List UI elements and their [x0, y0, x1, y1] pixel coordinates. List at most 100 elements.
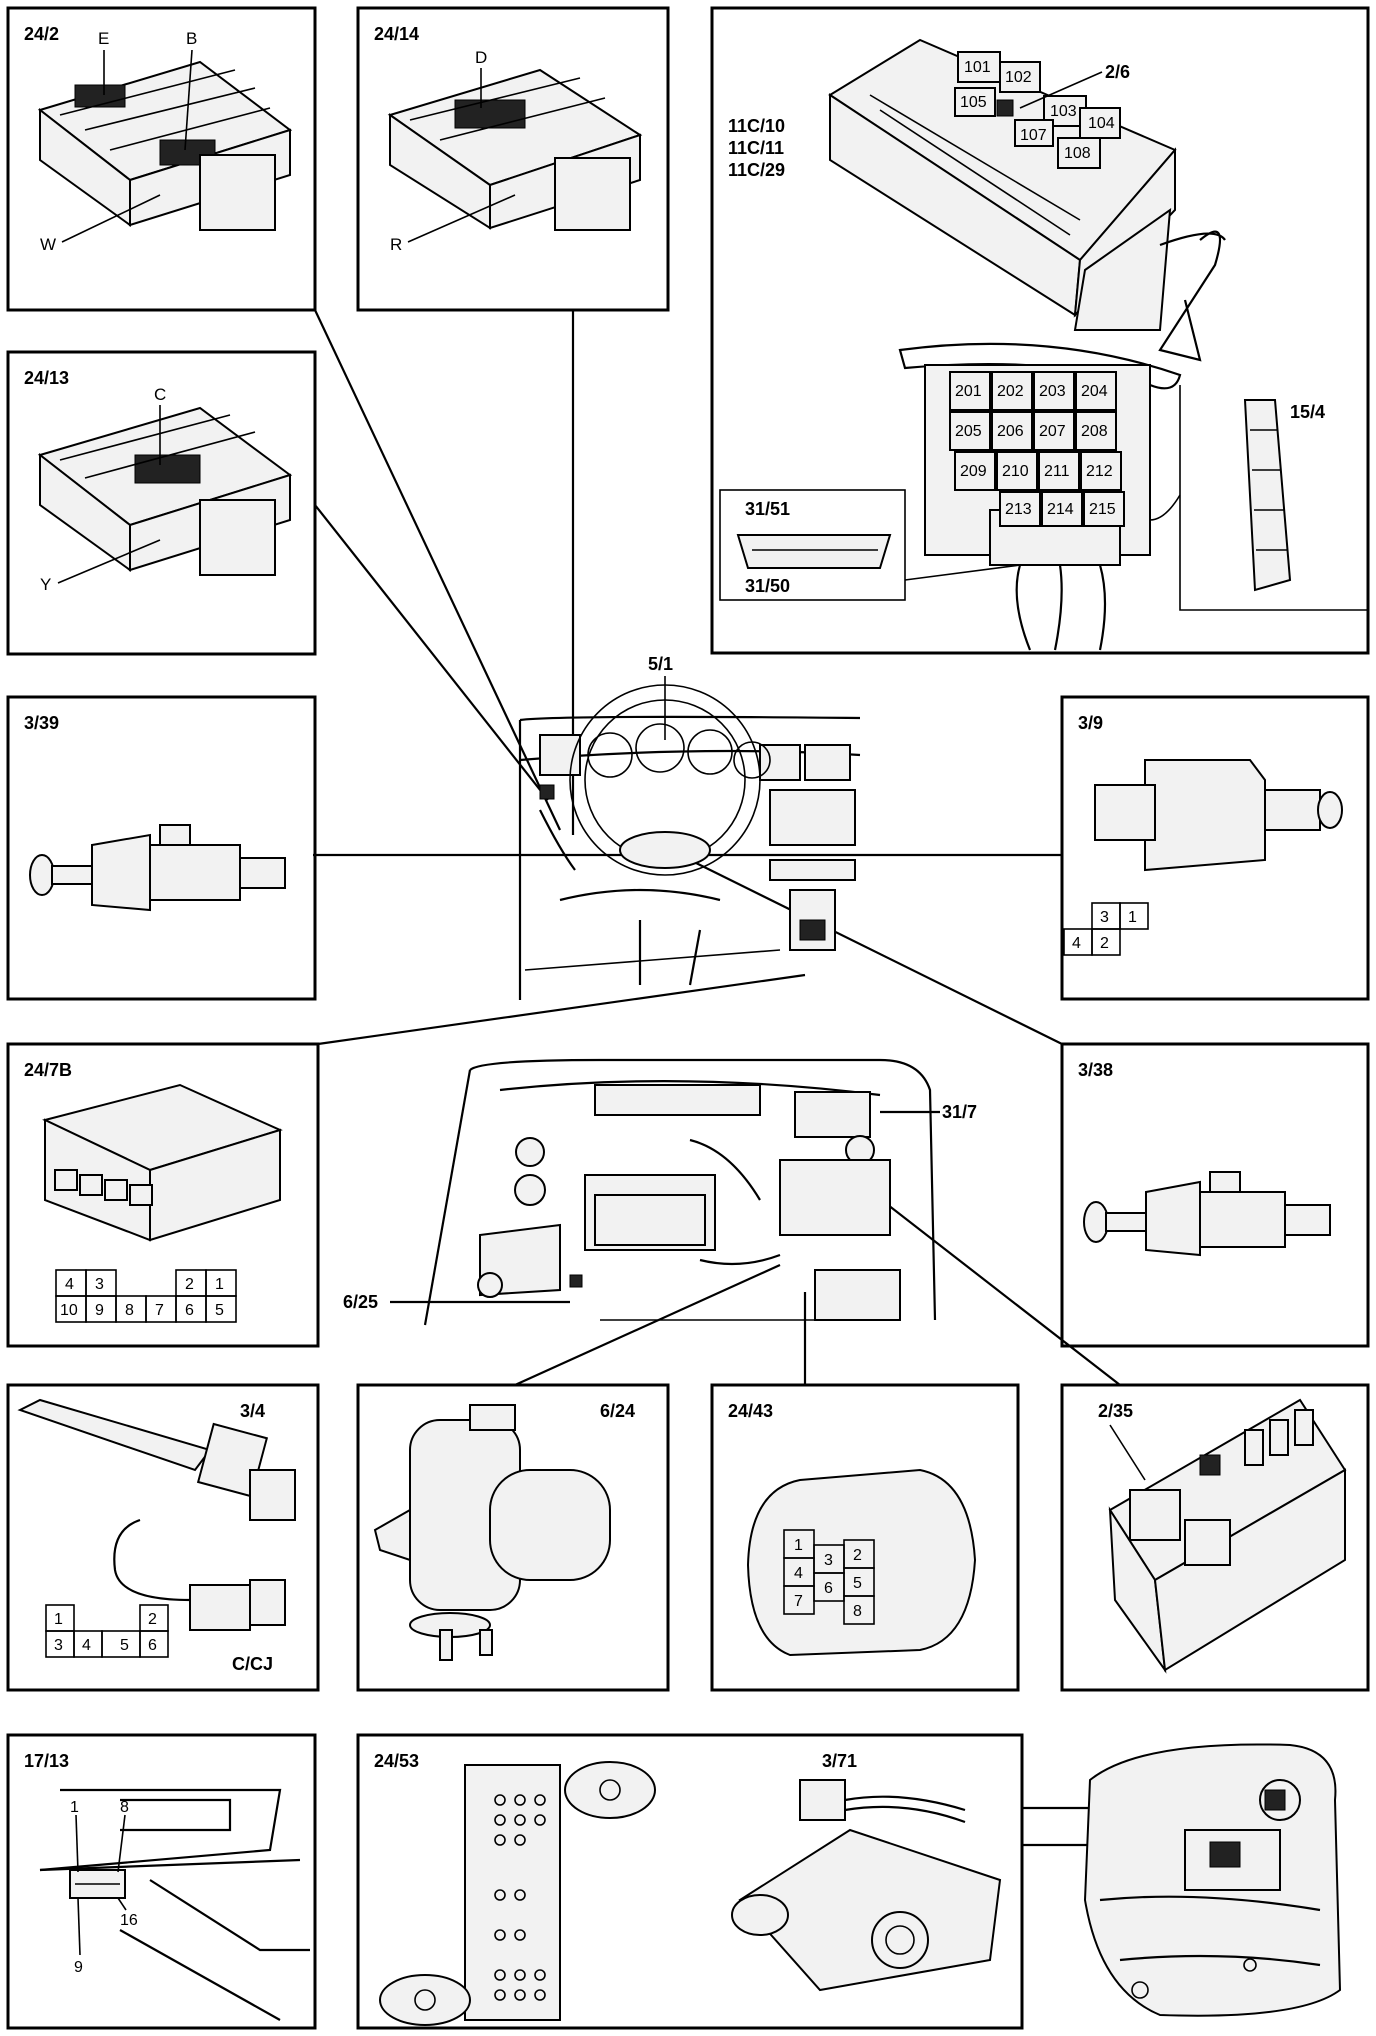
pin-1: 1	[1128, 909, 1137, 926]
steering-column-switch	[17, 1398, 296, 1631]
variant-note: C/CJ	[232, 1654, 273, 1674]
pin-9: 9	[95, 1302, 104, 1319]
panel-label-24-53: 24/53	[374, 1751, 419, 1771]
pin-letter-r: R	[390, 235, 402, 254]
transmission-view	[1083, 1743, 1342, 2017]
pin-letter-c: C	[154, 385, 166, 404]
connector-label-31-51: 31/51	[745, 499, 790, 519]
panel-label-3-71: 3/71	[822, 1751, 857, 1771]
pin-2: 2	[853, 1547, 862, 1564]
pin-3: 3	[824, 1552, 833, 1569]
strip-15-4-inset: 15/4	[1149, 385, 1368, 611]
relay-208: 208	[1081, 423, 1108, 440]
pin-letter-b: B	[186, 29, 197, 48]
pin-5: 5	[120, 1637, 129, 1654]
dashboard-label-5-1: 5/1	[648, 654, 673, 674]
panel-label: 24/7B	[24, 1060, 72, 1080]
obd-pin-1: 1	[70, 1799, 79, 1816]
panel-label: 3/4	[240, 1401, 265, 1421]
panel-label: 6/24	[600, 1401, 635, 1421]
panel-label: 24/13	[24, 368, 69, 388]
pin-1: 1	[215, 1276, 224, 1293]
connector-block	[37, 406, 293, 576]
pin-6: 6	[185, 1302, 194, 1319]
pin-grid: 4 3 2 1 10 9 8 7 6 5	[55, 1269, 237, 1323]
pin-8: 8	[853, 1603, 862, 1620]
connector-24-53	[379, 1761, 656, 2026]
relay-207: 207	[1039, 423, 1066, 440]
panel-2-35: 2/35	[1060, 1383, 1370, 1692]
pin-2: 2	[1100, 935, 1109, 952]
pin-grid: 3 1 4 2	[1063, 902, 1149, 956]
engine-label-31-7: 31/7	[942, 1102, 977, 1122]
actuator	[373, 1404, 611, 1661]
pin-3: 3	[54, 1637, 63, 1654]
pin-grid: 1 2 3 4 5 6	[45, 1604, 169, 1658]
relay-102: 102	[1005, 69, 1032, 86]
pin-6: 6	[148, 1637, 157, 1654]
relay-211: 211	[1044, 463, 1070, 480]
relay-213: 213	[1005, 501, 1032, 518]
panel-label: 24/2	[24, 24, 59, 44]
relay-107: 107	[1020, 127, 1047, 144]
pin-7: 7	[794, 1593, 803, 1610]
pin-4: 4	[65, 1276, 74, 1293]
connector-label-31-50: 31/50	[745, 576, 790, 596]
panel-label: 3/38	[1078, 1060, 1113, 1080]
obd-port-area	[39, 1788, 310, 2021]
pin-1: 1	[794, 1537, 803, 1554]
relay-204: 204	[1081, 383, 1108, 400]
connector-housing	[42, 1083, 283, 1242]
lower-relay-grid: 201 202 203 204 205 206 207 208 209 210 …	[949, 371, 1125, 527]
pin-4: 4	[1072, 935, 1081, 952]
panel-3-38: 3/38	[1060, 1042, 1370, 1348]
relay-label-2-6: 2/6	[1105, 62, 1130, 82]
obd-pin-8: 8	[120, 1799, 129, 1816]
relay-101: 101	[964, 59, 991, 76]
relay-104: 104	[1088, 115, 1115, 132]
panel-fusebox: 101 102 103 104 105 107 108 2/6 11C/10 1…	[710, 6, 1370, 655]
pin-letter-w: W	[40, 235, 56, 254]
relay-103: 103	[1050, 103, 1077, 120]
pin-3: 3	[95, 1276, 104, 1293]
obd-pin-9: 9	[74, 1959, 83, 1976]
relay-203: 203	[1039, 383, 1066, 400]
panel-label: 2/35	[1098, 1401, 1133, 1421]
relay-212: 212	[1086, 463, 1113, 480]
pin-6: 6	[824, 1580, 833, 1597]
connector-block	[387, 68, 643, 231]
panel-6-24: 6/24	[356, 1383, 670, 1692]
panel-3-9: 3/9 3 1 4 2	[1060, 695, 1370, 1001]
pin-2: 2	[185, 1276, 194, 1293]
code-11c-29: 11C/29	[728, 160, 785, 180]
pin-4: 4	[82, 1637, 91, 1654]
brake-switch	[29, 824, 286, 912]
relay-housing	[1108, 1398, 1347, 1674]
obd-pin-16: 16	[120, 1912, 138, 1929]
relay-108: 108	[1064, 145, 1091, 162]
relay-209: 209	[960, 463, 987, 480]
panel-label: 24/14	[374, 24, 419, 44]
pin-10: 10	[60, 1302, 78, 1319]
panel-17-13: 17/13 1 8 16 9	[6, 1733, 317, 2030]
upper-relay-grid: 101 102 103 104 105 107 108	[954, 51, 1121, 169]
relay-206: 206	[997, 423, 1024, 440]
relay-105: 105	[960, 94, 987, 111]
brake-switch	[1083, 1171, 1331, 1257]
multi-connector-block	[37, 60, 293, 231]
engine-bay-view	[423, 1058, 937, 1326]
pin-3: 3	[1100, 909, 1109, 926]
relay-210: 210	[1002, 463, 1029, 480]
connector-31-51-inset: 31/51 31/50	[719, 489, 1021, 601]
engine-label-6-25: 6/25	[343, 1292, 378, 1312]
switch-body	[1094, 759, 1343, 872]
pin-7: 7	[155, 1302, 164, 1319]
upper-fuse-box	[828, 38, 1226, 362]
panel-24-7b: 24/7B 4 3 2 1 10 9 8	[6, 1042, 320, 1348]
relay-205: 205	[955, 423, 982, 440]
panel-3-4: 3/4 1 2 3 4 5 6 C/CJ	[6, 1383, 320, 1692]
pin-2: 2	[148, 1611, 157, 1628]
dashboard-view	[518, 684, 861, 1000]
relay-201: 201	[955, 383, 982, 400]
